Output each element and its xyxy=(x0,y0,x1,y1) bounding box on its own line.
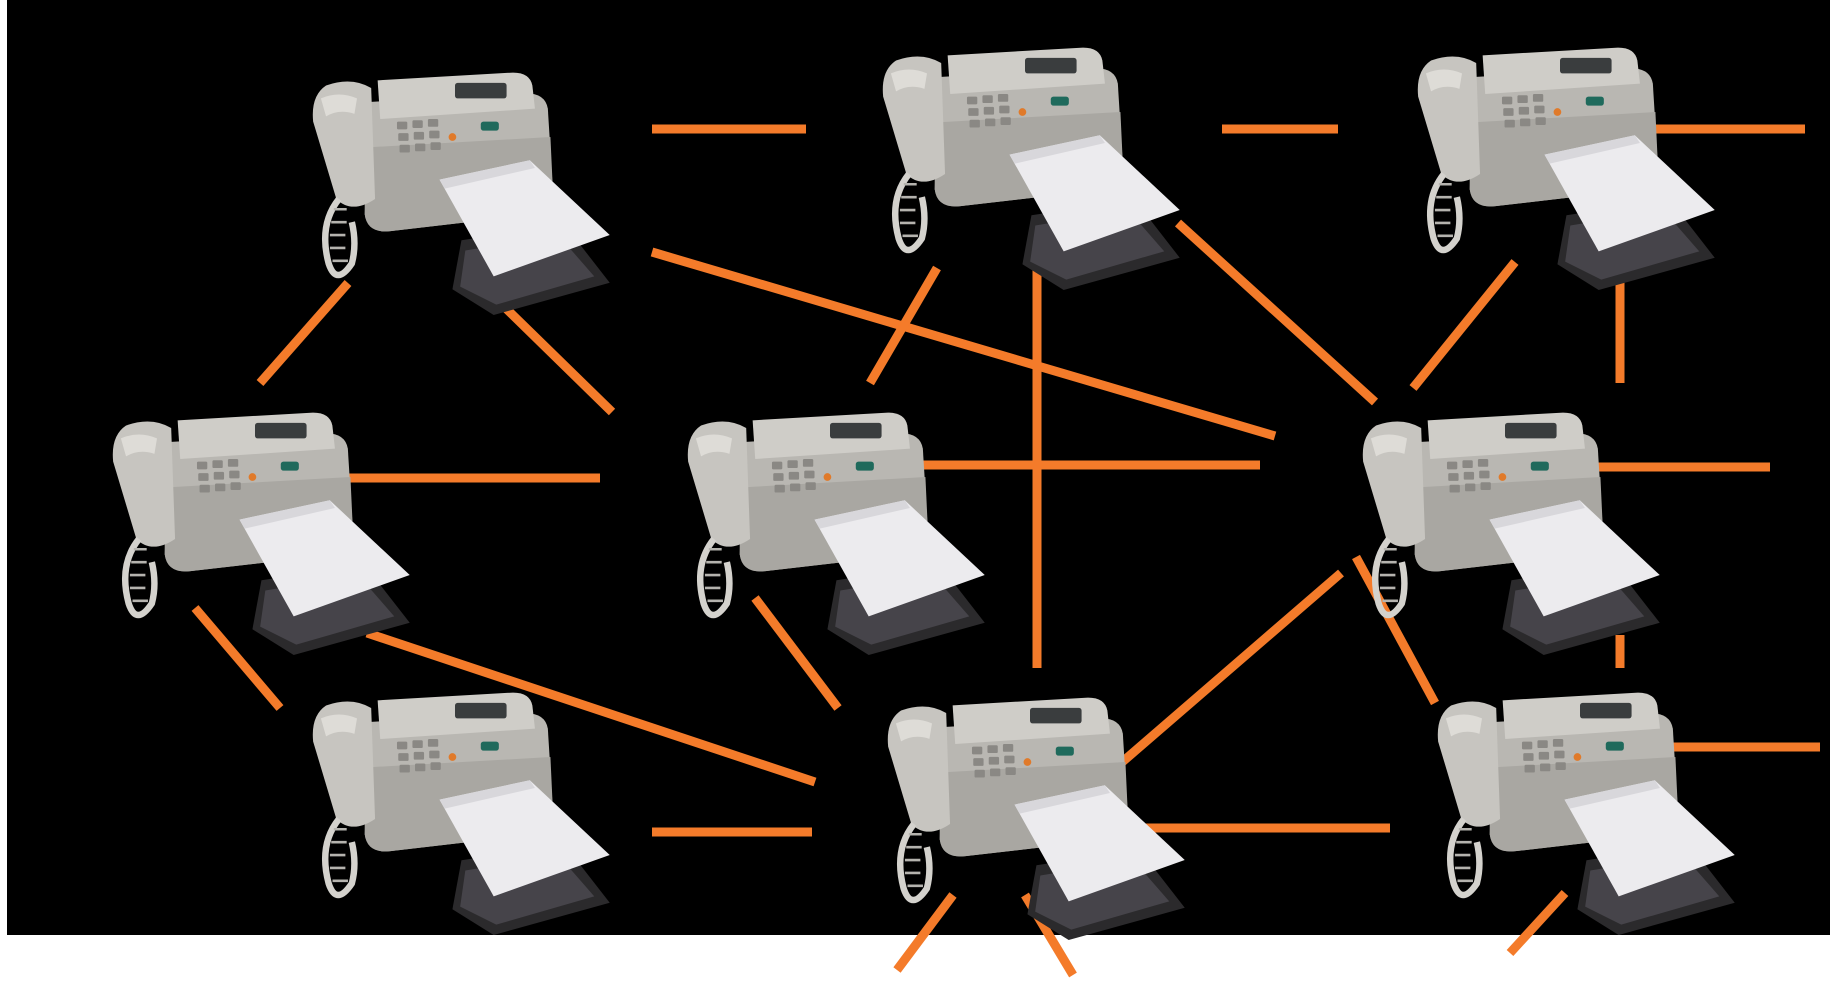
fax-network-diagram xyxy=(0,0,1830,982)
